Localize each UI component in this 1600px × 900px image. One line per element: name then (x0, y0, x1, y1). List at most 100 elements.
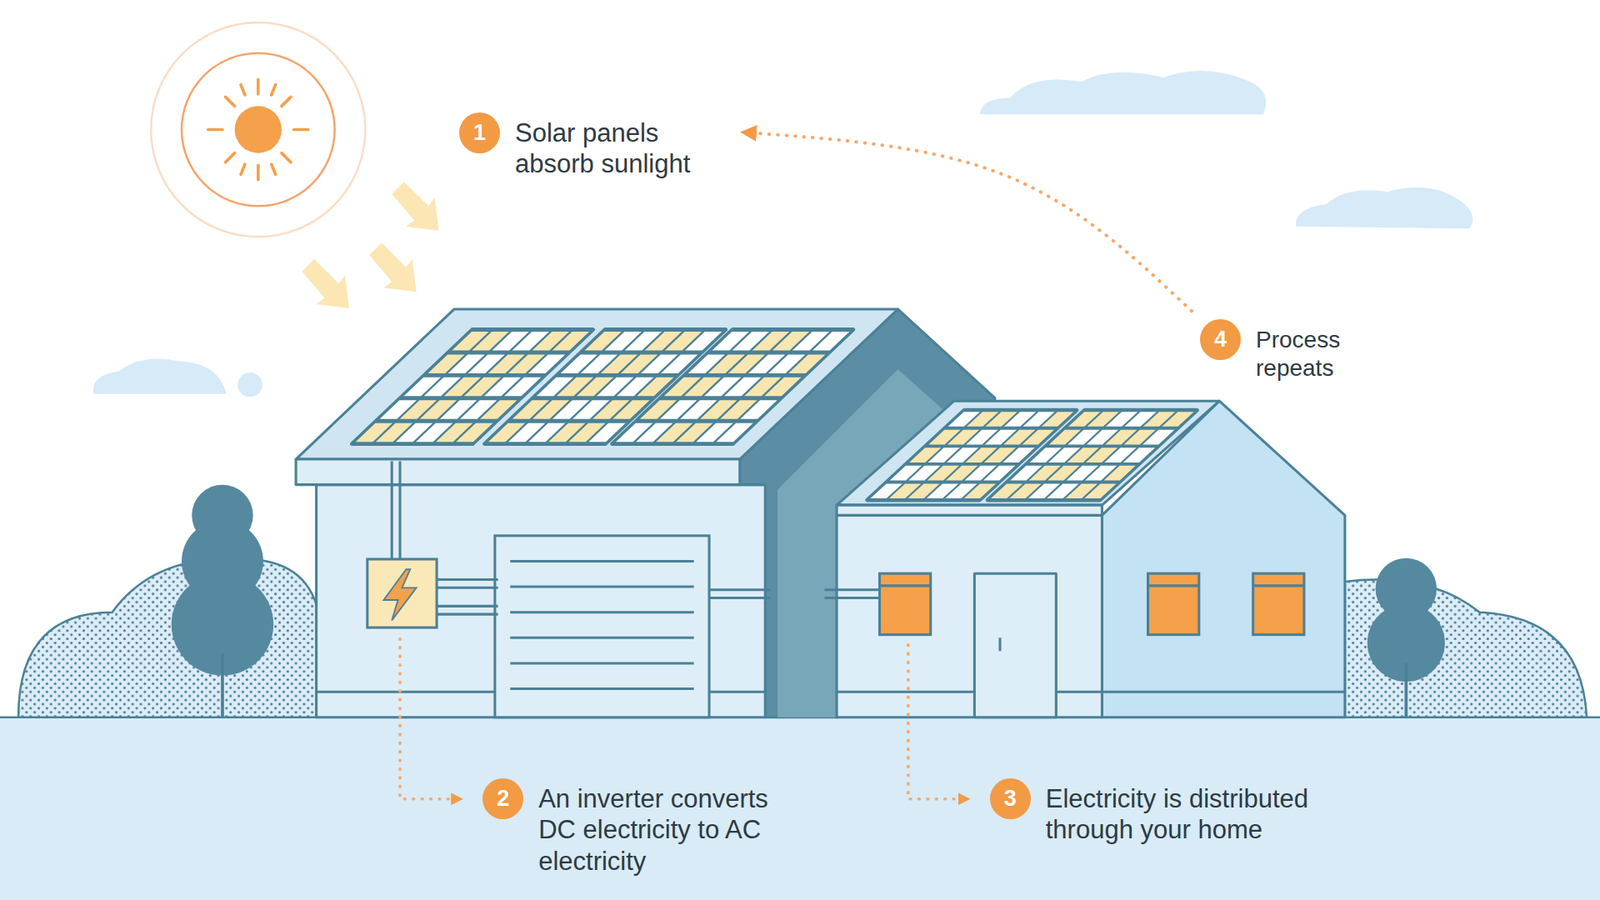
solar-panel (867, 410, 1077, 500)
inverter-part (824, 596, 880, 600)
callout-text: Solar panels absorb sunlight (515, 117, 715, 180)
trees-part (220, 653, 225, 718)
leader-lines-part (400, 639, 458, 800)
small-house-part (998, 637, 1001, 651)
clouds (93, 70, 1473, 397)
sun-part (235, 105, 282, 153)
panel-cell (764, 377, 801, 396)
sun-part-part (208, 128, 223, 132)
sun-part (150, 22, 365, 237)
callout-number: 1 (459, 112, 500, 154)
small-house-part (1055, 690, 1345, 694)
windows-part (1253, 584, 1305, 587)
inverter-part (398, 460, 401, 560)
garage-door-part (510, 560, 694, 563)
inverter-part (383, 569, 416, 620)
callout: 2 An inverter converts DC electricity to … (482, 778, 776, 876)
sun-rays-part (369, 242, 416, 292)
windows-part (880, 573, 931, 635)
sun-part-part (271, 164, 276, 175)
sun-part-part (256, 165, 260, 180)
sun-part-part (281, 153, 291, 163)
clouds-part (1295, 187, 1473, 230)
callout: 1 Solar panels absorb sunlight (459, 112, 715, 180)
sun-part-part (294, 128, 309, 132)
panel-cell (788, 354, 825, 373)
ground-part (0, 717, 1600, 900)
panel-cell (715, 423, 753, 442)
panel-cell (1123, 447, 1155, 463)
sun-rays-part (391, 181, 439, 231)
leader-lines-part (908, 645, 965, 800)
leader-lines (400, 639, 965, 800)
inverter-part (436, 613, 498, 616)
garage-door (495, 535, 710, 718)
callout-number: 4 (1200, 319, 1241, 360)
solar-panels (351, 330, 1197, 500)
inverter-part (824, 588, 880, 591)
garage-door-part (510, 610, 694, 614)
sun-part-part (256, 80, 260, 95)
sun-part-part (240, 85, 245, 95)
sun-rays (301, 181, 439, 309)
sun-part-part (281, 96, 291, 106)
sun-part-part (240, 164, 245, 175)
panel-cell (1142, 430, 1175, 445)
solar-panel-part (867, 410, 1077, 500)
small-house-part (836, 505, 1102, 515)
sun-part-part (271, 85, 276, 95)
inverter-part (436, 605, 498, 608)
callout-text: Process repeats (1255, 325, 1356, 382)
callout-number: 3 (990, 778, 1031, 820)
garage-building-part (295, 309, 898, 460)
solar-panel (351, 330, 593, 445)
windows (880, 573, 1305, 635)
sun-rays-part (301, 259, 349, 309)
panel-cell (812, 331, 850, 350)
clouds-part (93, 358, 227, 394)
garage-building-part (316, 485, 766, 718)
sun-part-part (225, 153, 235, 163)
small-house-part (974, 573, 1056, 718)
callout-text: Electricity is distributed through your … (1045, 783, 1346, 845)
windows-part (1148, 584, 1200, 587)
inverter-part (709, 588, 770, 591)
callout: 3 Electricity is distributed through your… (990, 778, 1346, 845)
sun-part (208, 80, 309, 180)
solar-panel-part (987, 410, 1197, 500)
callout-number: 2 (482, 778, 524, 820)
windows-part (880, 584, 931, 587)
windows-part (1253, 573, 1305, 635)
sun (150, 22, 365, 237)
panel-cell (1084, 483, 1116, 499)
callout-text: An inverter converts DC electricity to A… (538, 783, 776, 877)
solar-panel (987, 410, 1197, 500)
solar-panel-part (351, 330, 593, 445)
repeat-arrow (748, 132, 1192, 311)
callout: 4 Process repeats (1200, 319, 1356, 382)
inverter-part (367, 559, 437, 628)
windows-part (1148, 573, 1200, 635)
solar-panel-part (612, 330, 854, 445)
ground (0, 717, 1600, 900)
garage-door-part (510, 585, 694, 589)
inverter (367, 460, 880, 628)
garage-building-part (316, 690, 495, 694)
small-house (836, 400, 1345, 718)
sun-part-part (225, 96, 235, 106)
sun-part (181, 53, 335, 207)
inverter-part (436, 578, 498, 581)
garage-door-part (510, 687, 694, 690)
small-house-part (1101, 400, 1345, 718)
trees-part (1405, 663, 1409, 718)
bushes-part (18, 559, 319, 718)
solar-panel (612, 330, 854, 445)
garage-door-part (510, 636, 694, 640)
clouds-part (980, 70, 1267, 115)
small-house-part (836, 400, 1220, 505)
